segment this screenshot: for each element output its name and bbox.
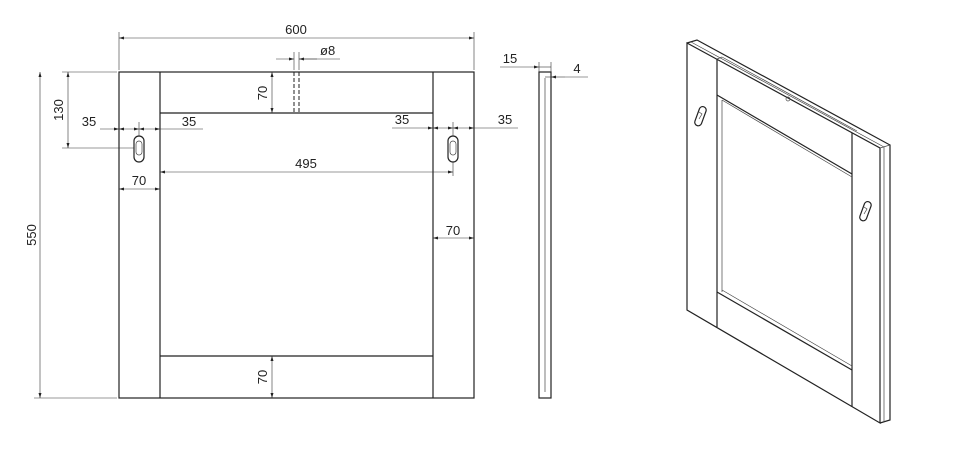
keyhole-slot-right xyxy=(447,135,459,163)
dim-slot-left-outer: 35 xyxy=(82,114,96,129)
dim-slot-left-inner: 35 xyxy=(182,114,196,129)
dim-slot-right-outer: 35 xyxy=(498,112,512,127)
iso-bottom-rail-edge xyxy=(716,291,853,371)
dim-overall-width: 600 xyxy=(285,22,307,37)
dim-hole-diameter: ø8 xyxy=(320,43,335,58)
iso-top-rail-edge xyxy=(716,94,853,175)
isometric-view xyxy=(686,39,891,425)
dim-bottom-rail-height: 70 xyxy=(255,370,270,384)
dim-slot-right-inner: 35 xyxy=(395,112,409,127)
dim-rebate: 4 xyxy=(573,61,580,76)
dim-slot-height: 130 xyxy=(51,99,66,121)
front-view: 600 ø8 70 130 550 35 35 35 xyxy=(24,22,518,399)
dim-left-stile-width: 70 xyxy=(132,173,146,188)
dim-top-rail-height: 70 xyxy=(255,86,270,100)
side-view: 15 4 xyxy=(500,51,588,399)
dim-overall-height: 550 xyxy=(24,224,39,246)
keyhole-slot-left xyxy=(133,135,145,163)
dim-slot-spacing: 495 xyxy=(295,156,317,171)
iso-keyhole-left xyxy=(694,105,707,127)
dim-thickness: 15 xyxy=(503,51,517,66)
iso-keyhole-right xyxy=(859,200,872,222)
dim-right-stile-width: 70 xyxy=(446,223,460,238)
frame-outline xyxy=(118,71,475,399)
side-profile xyxy=(538,71,552,399)
